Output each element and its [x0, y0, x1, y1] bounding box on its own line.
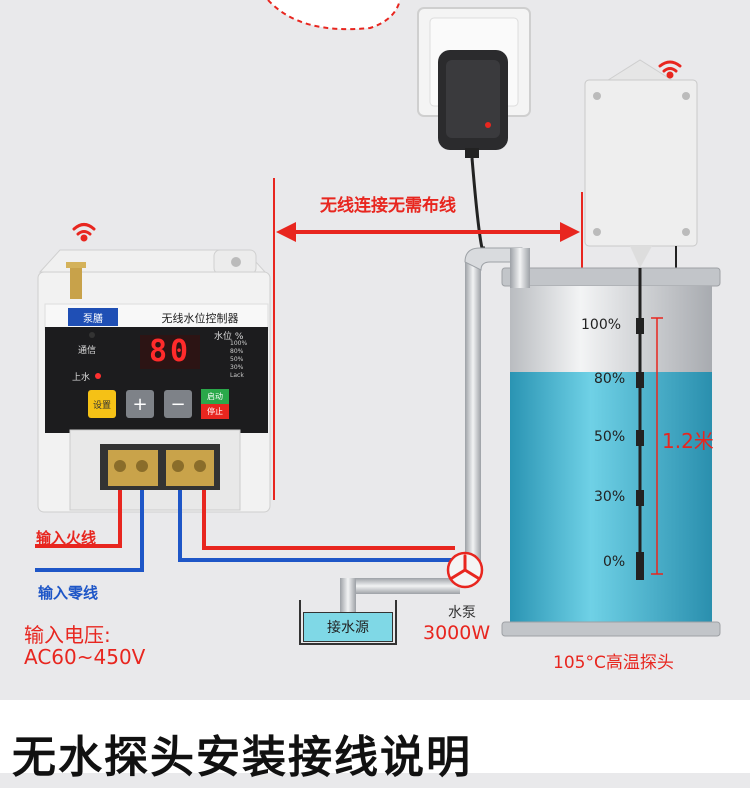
level-header: 水位 % — [214, 332, 244, 342]
fill-indicator-led — [95, 373, 101, 379]
wifi-icon — [658, 60, 682, 79]
zero-wire-in — [35, 490, 144, 572]
pump-power: 3000W — [423, 622, 491, 644]
fire-wire-label: 输入火线 — [36, 529, 97, 547]
level-row: 30% — [230, 364, 244, 371]
level-display: 80 — [148, 334, 192, 369]
start-label: 启动 — [201, 389, 229, 404]
voltage-title: 输入电压: — [24, 623, 111, 647]
tank-level-label: 30% — [594, 489, 626, 505]
probe-sensors — [636, 318, 644, 580]
probe-length-dimension — [651, 317, 663, 575]
level-row: 100% — [230, 340, 248, 347]
tank-level-label: 50% — [594, 429, 626, 445]
power-adapter-icon — [438, 50, 508, 158]
voltage-range: AC60~450V — [24, 645, 146, 669]
controller-body — [37, 249, 271, 513]
wireless-label: 无线连接无需布线 — [320, 196, 456, 216]
water-pipe — [340, 247, 530, 618]
speech-bubble — [267, 0, 401, 31]
bottom-band — [0, 700, 750, 773]
pump-label: 水泵 — [448, 605, 476, 621]
water-level-fill — [510, 372, 712, 626]
stop-label: 停止 — [201, 404, 229, 419]
signal-label: 通信 — [78, 346, 97, 356]
tank-control-box — [584, 59, 705, 271]
level-row: 50% — [230, 356, 244, 363]
water-tank — [501, 267, 721, 637]
tank-level-label: 0% — [603, 554, 626, 570]
double-arrow-icon — [276, 222, 580, 242]
minus-button[interactable]: − — [164, 390, 192, 418]
brand-logo-text: 泵膳 — [83, 313, 103, 325]
set-button[interactable]: 设置 — [88, 390, 116, 418]
pump-impeller-icon — [446, 551, 484, 589]
water-source-label: 接水源 — [303, 612, 393, 642]
bottom-title: 无水探头安装接线说明 — [12, 732, 472, 783]
level-row: 80% — [230, 348, 244, 355]
plus-button[interactable]: + — [126, 390, 154, 418]
fire-wire-pump — [202, 490, 455, 550]
wifi-icon — [72, 223, 96, 242]
adapter-cable — [470, 157, 485, 250]
water-source-container — [299, 600, 397, 645]
level-row: Lack — [230, 372, 244, 379]
brand-logo: 泵膳 — [68, 308, 118, 326]
zero-wire-label: 输入零线 — [38, 584, 99, 602]
tank-level-label: 100% — [581, 317, 622, 333]
start-stop-button[interactable]: 启动 停止 — [201, 389, 229, 419]
probe-label: 105°C高温探头 — [553, 653, 674, 673]
probe-length-label: 1.2米 — [662, 429, 714, 453]
fill-label: 上水 — [72, 373, 91, 383]
tank-level-label: 80% — [594, 371, 626, 387]
controller-title: 无线水位控制器 — [161, 312, 239, 325]
fire-wire-in — [35, 490, 122, 548]
zero-wire-pump — [178, 490, 455, 562]
